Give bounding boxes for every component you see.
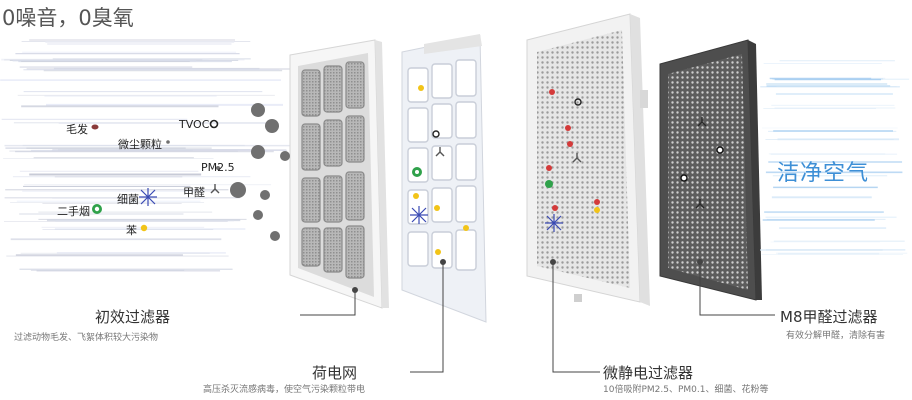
primary-filter-desc: 过滤动物毛发、飞絮体积较大污染物 [14, 333, 159, 343]
dust-label: 微尘颗粒 [118, 138, 162, 151]
page-title: 0噪音，0臭氧 [2, 6, 134, 30]
bacteria-icon [139, 188, 157, 206]
electrostatic-filter-name: 微静电过滤器 [603, 364, 694, 382]
electrostatic-particles [545, 89, 600, 232]
primary-filter-name: 初效过滤器 [95, 308, 171, 326]
clean-air-label: 洁净空气 [777, 161, 870, 186]
hair-icon [91, 124, 99, 130]
charged-mesh-name: 荷电网 [312, 364, 358, 382]
formaldehyde-filter-desc: 有效分解甲醛，清除有害 [786, 331, 886, 341]
hair-label: 毛发 [66, 123, 88, 136]
callout-lines [300, 259, 775, 373]
charged-mesh-desc: 高压杀灭流感病毒，使空气污染颗粒带电 [203, 385, 366, 395]
formaldehyde-icon [210, 184, 220, 194]
formaldehyde-filter-name: M8甲醛过滤器 [780, 308, 878, 326]
charged-mesh-panel [401, 34, 487, 323]
pm25-label: PM2.5 [201, 161, 235, 174]
formaldehyde-label: 甲醛 [183, 186, 205, 199]
electrostatic-filter-panel [526, 13, 650, 306]
tvoc-label: TVOC [179, 118, 210, 131]
primary-filter-panel [289, 39, 389, 309]
clean-air-streaks [760, 60, 910, 256]
airflow-streaks [0, 39, 297, 272]
pollutant-particles [91, 103, 290, 241]
charged-particles [410, 85, 469, 255]
tvoc-icon [209, 119, 219, 129]
formaldehyde-filter-panel [659, 39, 762, 301]
benzene-label: 苯 [126, 224, 137, 237]
electrostatic-filter-desc: 10倍吸附PM2.5、PM0.1、细菌、花粉等 [603, 385, 769, 395]
smoke-label: 二手烟 [57, 205, 90, 218]
benzene-icon [140, 224, 148, 232]
smoke-icon [92, 204, 102, 214]
bacteria-label: 细菌 [117, 193, 139, 206]
carbon-particles [680, 117, 724, 209]
